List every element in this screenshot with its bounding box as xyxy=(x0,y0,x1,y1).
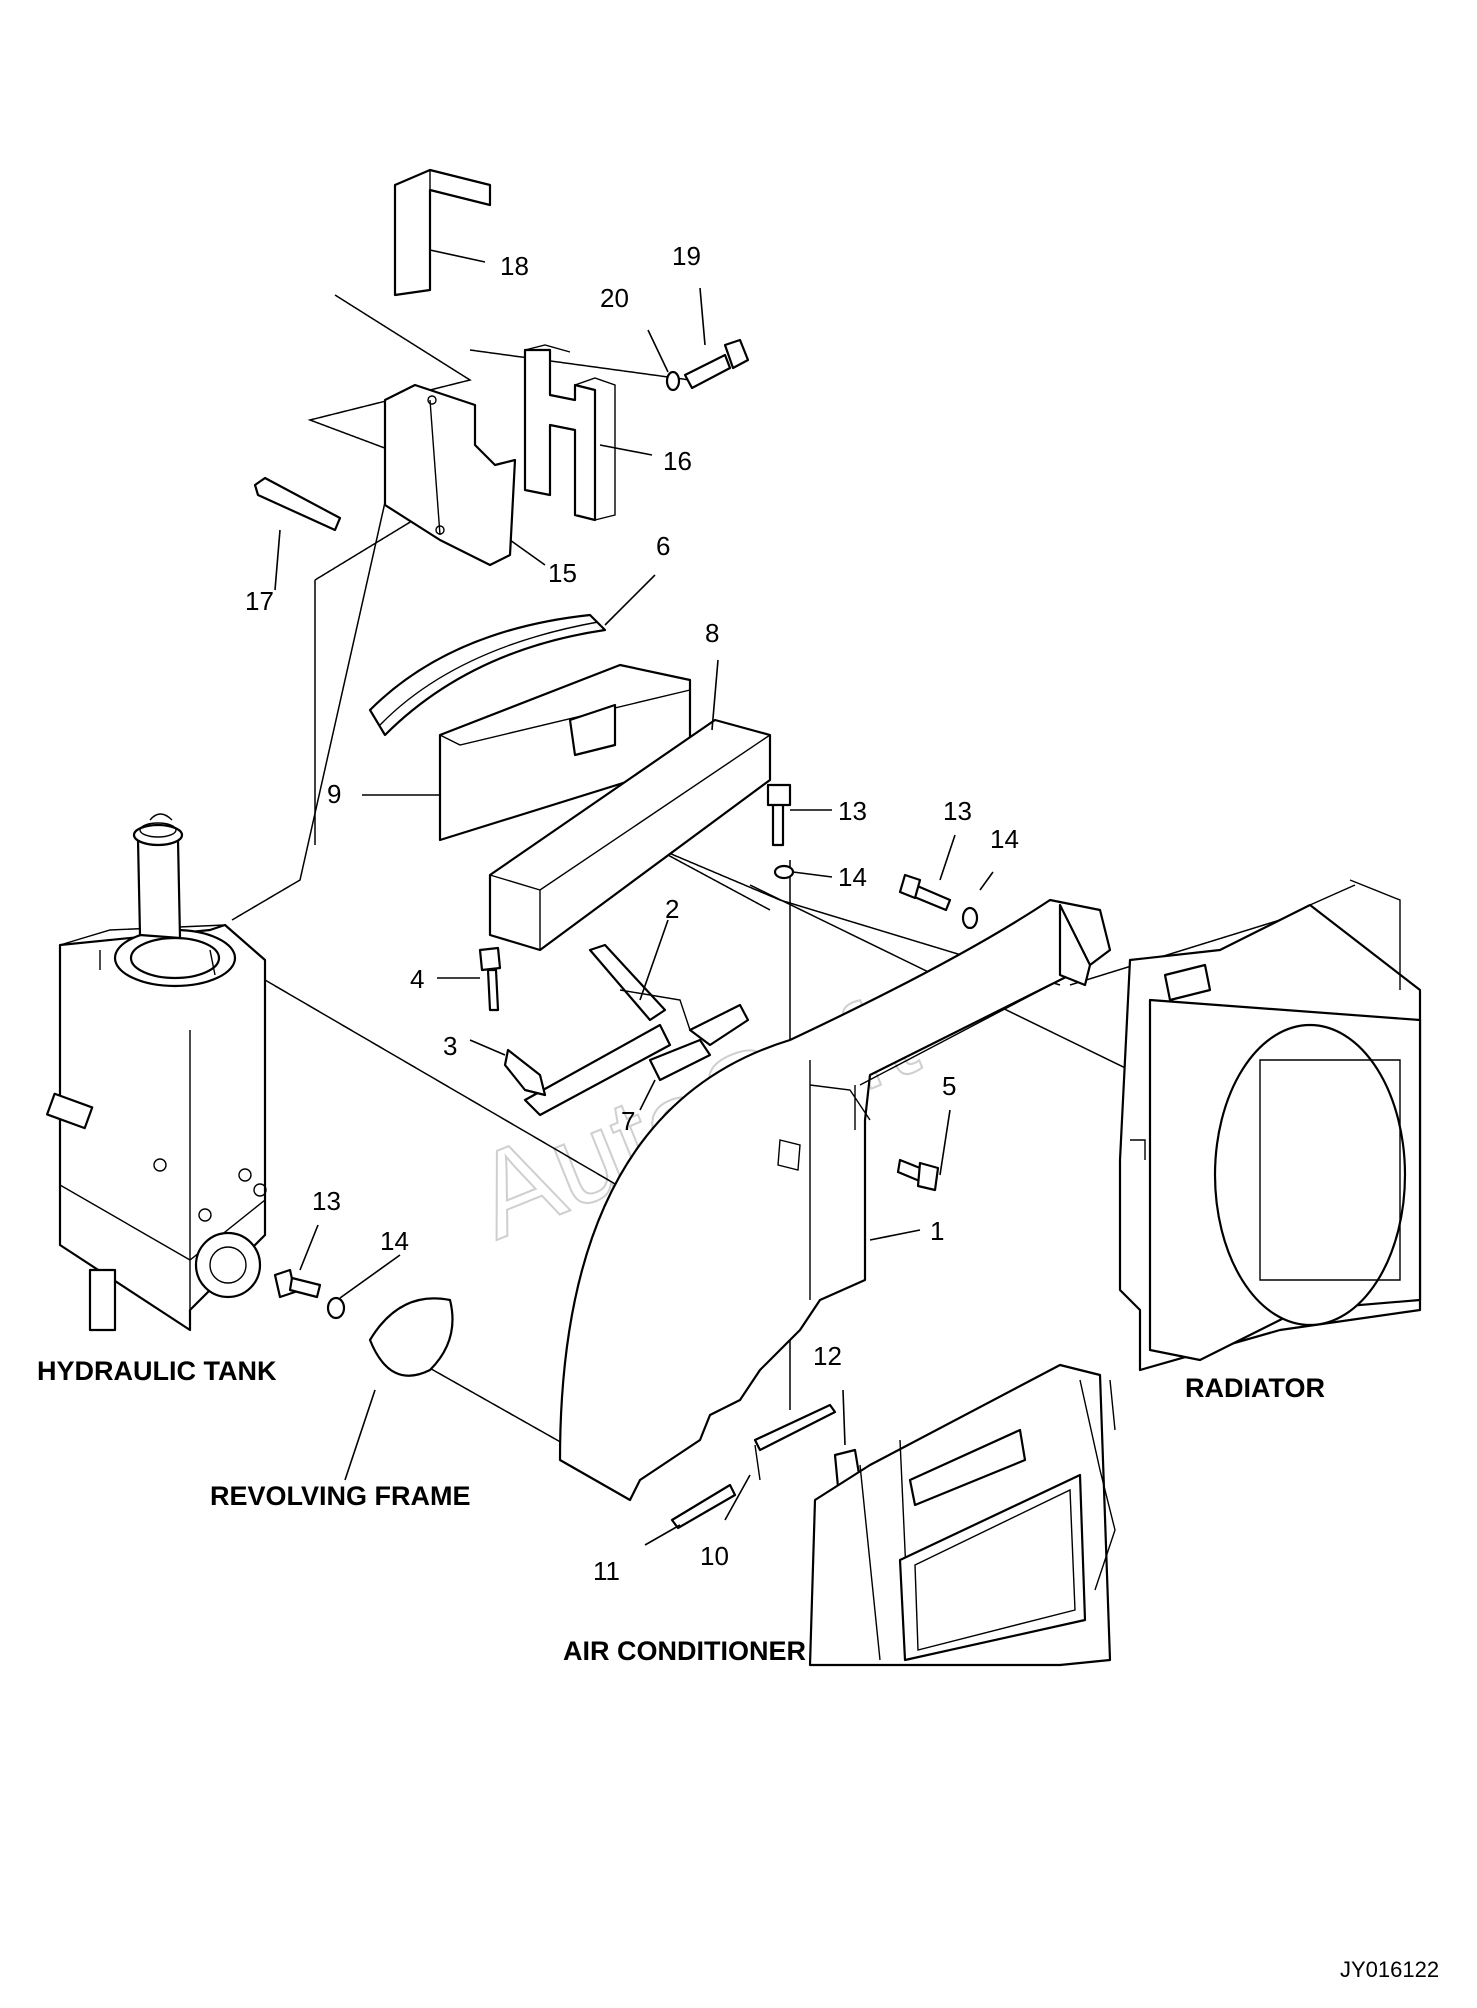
callout-15: 15 xyxy=(548,558,577,588)
callout-6: 6 xyxy=(656,531,670,561)
part-3-clip xyxy=(503,1048,547,1097)
callout-7: 7 xyxy=(621,1106,635,1136)
callout-11: 11 xyxy=(593,1556,620,1586)
part-10-strip xyxy=(753,1403,837,1481)
part-7-clamp xyxy=(648,1003,750,1082)
part-8-block xyxy=(488,718,772,952)
part-17-bar xyxy=(253,476,342,532)
callout-13-lower: 13 xyxy=(312,1186,341,1216)
callout-14-lower: 14 xyxy=(380,1226,409,1256)
air-conditioner-drawing xyxy=(808,1363,1116,1667)
callout-14-top: 14 xyxy=(838,862,867,892)
part-14-washer-right xyxy=(961,906,979,930)
label-revolving-frame: REVOLVING FRAME xyxy=(210,1481,471,1511)
part-5-bolt xyxy=(896,1158,940,1192)
part-14-washer-top xyxy=(773,864,795,880)
callout-19: 19 xyxy=(672,241,701,271)
callout-13-right: 13 xyxy=(943,796,972,826)
callout-18: 18 xyxy=(500,251,529,281)
callout-10: 10 xyxy=(700,1541,729,1571)
frame-pad xyxy=(368,1297,454,1377)
callout-17: 17 xyxy=(245,586,274,616)
callout-5: 5 xyxy=(942,1071,956,1101)
radiator-drawing xyxy=(1118,879,1422,1372)
callout-8: 8 xyxy=(705,618,719,648)
callout-13-top: 13 xyxy=(838,796,867,826)
section-labels: HYDRAULIC TANK REVOLVING FRAME RADIATOR … xyxy=(37,1356,1325,1666)
callout-14-right: 14 xyxy=(990,824,1019,854)
leader-lines xyxy=(274,249,994,1546)
hydraulic-tank-drawing xyxy=(46,813,267,1332)
part-14-washer-lower xyxy=(326,1296,346,1320)
part-13-bolt-top xyxy=(766,783,792,847)
part-9-panel xyxy=(438,663,692,842)
label-radiator: RADIATOR xyxy=(1185,1373,1325,1403)
part-6-seal-strip xyxy=(368,613,607,737)
figure-code: JY016122 xyxy=(1340,1957,1439,1982)
callout-20: 20 xyxy=(600,283,629,313)
part-13-bolt-lower xyxy=(273,1268,322,1299)
part-15-bracket-plate xyxy=(383,383,517,567)
part-16-h-block xyxy=(523,344,616,522)
callout-4: 4 xyxy=(410,964,424,994)
callout-numbers: 18 19 20 16 15 17 6 8 9 13 14 13 14 2 4 … xyxy=(245,241,1019,1586)
callout-9: 9 xyxy=(327,779,341,809)
callout-3: 3 xyxy=(443,1031,457,1061)
callout-2: 2 xyxy=(665,894,679,924)
callout-12: 12 xyxy=(813,1341,842,1371)
part-2-bracket xyxy=(523,943,691,1117)
part-1-shroud-cover xyxy=(558,898,1112,1502)
callout-1: 1 xyxy=(930,1216,944,1246)
label-air-conditioner: AIR CONDITIONER xyxy=(563,1636,806,1666)
part-20-washer xyxy=(665,370,681,392)
part-19-bolt xyxy=(683,338,750,390)
part-4-bolt xyxy=(478,946,502,1012)
label-hydraulic-tank: HYDRAULIC TANK xyxy=(37,1356,277,1386)
part-18-spacer xyxy=(393,168,492,297)
callout-16: 16 xyxy=(663,446,692,476)
part-13-bolt-right xyxy=(898,873,952,912)
part-11-strip xyxy=(670,1483,737,1530)
